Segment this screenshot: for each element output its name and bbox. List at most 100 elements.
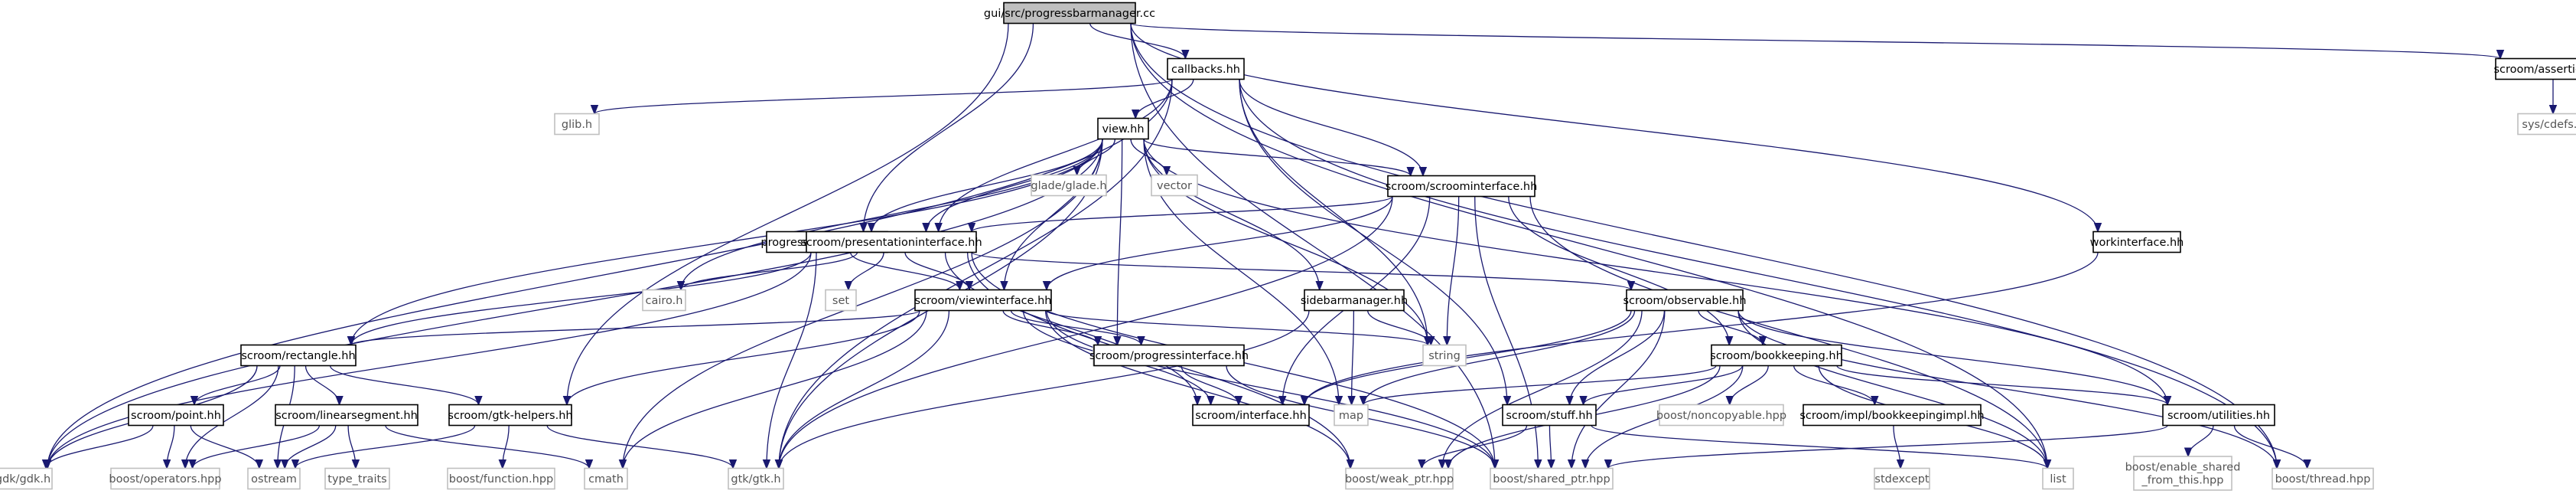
graph-node-rectangle[interactable]: scroom/rectangle.hh: [240, 344, 357, 367]
edge-sidebarmanager-to-gtk: [779, 310, 1310, 469]
node-box: [324, 467, 390, 490]
graph-node-bookkeeping[interactable]: scroom/bookkeeping.hh: [1710, 344, 1843, 367]
edge-linearsegment-to-operators: [193, 425, 321, 469]
edge-viewinterface-to-gtk: [779, 310, 950, 469]
edge-gtkhelpers-to-function: [503, 425, 510, 469]
node-box: [247, 467, 301, 490]
node-label: scroom/viewinterface.hh: [915, 295, 1052, 307]
node-box: [1192, 404, 1310, 427]
edge-scroominterface-to-list: [1529, 196, 2047, 469]
node-label: boost/weak_ptr.hpp: [1345, 473, 1454, 486]
edge-observable-to-stuff: [1570, 310, 1666, 405]
graph-node-interface[interactable]: scroom/interface.hh: [1192, 404, 1310, 427]
edge-sidebarmanager-to-map: [1352, 310, 1354, 405]
node-label: map: [1339, 410, 1363, 422]
node-box: [240, 344, 357, 367]
graph-node-observable[interactable]: scroom/observable.hh: [1623, 289, 1747, 312]
graph-node-progressinterface[interactable]: scroom/progressinterface.hh: [1089, 344, 1249, 367]
node-box: [2092, 231, 2181, 253]
node-box: [2162, 404, 2275, 427]
edge-observable-to-weakptr: [1442, 310, 1643, 469]
edge-presentationinterface-to-viewinterface: [904, 252, 969, 290]
edge-linearsegment-to-typetraits: [347, 425, 356, 469]
edge-sidebarmanager-to-string: [1367, 310, 1431, 345]
graph-node-workinterface[interactable]: workinterface.hh: [2090, 231, 2184, 253]
node-label: set: [832, 295, 849, 307]
graph-node-function: boost/function.hpp: [447, 467, 555, 490]
graph-node-view[interactable]: view.hh: [1097, 117, 1149, 140]
node-box: [0, 467, 53, 490]
graph-node-syscdefs: sys/cdefs.h: [2517, 113, 2576, 136]
graph-node-thread: boost/thread.hpp: [2272, 467, 2374, 490]
graph-node-callbacks[interactable]: callbacks.hh: [1167, 57, 1245, 80]
node-label: workinterface.hh: [2090, 237, 2184, 249]
graph-node-list: list: [2042, 467, 2074, 490]
node-box: [1151, 174, 1198, 197]
node-label: boost/function.hpp: [449, 473, 554, 486]
edge-gtkhelpers-to-gtk: [546, 425, 733, 469]
edge-presentationinterface-to-set: [848, 252, 884, 290]
edge-observable-to-bookkeeping: [1698, 310, 1763, 345]
node-label: scroom/assertions.hh: [2493, 64, 2576, 76]
node-box: [825, 289, 857, 312]
edge-progressbarmanager-to-viewinterface: [849, 252, 960, 290]
edge-view-to-cstdlib: [1117, 139, 1123, 345]
graph-node-stuff[interactable]: scroom/stuff.hh: [1502, 404, 1597, 427]
graph-node-scroominterface[interactable]: scroom/scroominterface.hh: [1386, 175, 1538, 198]
graph-node-viewinterface[interactable]: scroom/viewinterface.hh: [914, 289, 1052, 312]
node-box: [1502, 404, 1597, 427]
graph-node-root[interactable]: gui/src/progressbarmanager.cc: [984, 2, 1155, 25]
edge-viewinterface-to-gtkhelpers: [567, 310, 920, 405]
edge-callbacks-to-thread: [1239, 79, 2277, 469]
edge-scroominterface-to-viewinterface: [1047, 196, 1393, 290]
graph-node-sidebarmanager[interactable]: sidebarmanager.hh: [1301, 289, 1408, 312]
graph-node-glade: glade/glade.h: [1031, 174, 1107, 197]
edge-stuff-to-list: [1591, 424, 2047, 469]
node-box: [806, 231, 977, 253]
node-box: [642, 289, 686, 312]
edge-callbacks-to-glib: [594, 78, 1173, 115]
node-box: [2042, 467, 2074, 490]
node-label: boost/shared_ptr.hpp: [1493, 473, 1610, 486]
node-label: cairo.h: [646, 295, 683, 307]
graph-node-utilities[interactable]: scroom/utilities.hh: [2162, 404, 2275, 427]
edge-progressbarmanager-to-gtk: [767, 252, 817, 469]
edge-viewinterface-to-cmath: [623, 310, 927, 469]
graph-node-bookkeepingimpl[interactable]: scroom/impl/bookkeepingimpl.hh: [1799, 404, 1985, 427]
node-label: scroom/linearsegment.hh: [275, 410, 418, 422]
graph-node-point[interactable]: scroom/point.hh: [128, 404, 224, 427]
graph-node-gtkhelpers[interactable]: scroom/gtk-helpers.hh: [448, 404, 573, 427]
edge-viewinterface-to-weakptr: [1044, 310, 1350, 469]
edge-scroominterface-to-bookkeeping: [1508, 196, 1729, 345]
graph-node-ostream: ostream: [247, 467, 301, 490]
node-label: boost/noncopyable.hpp: [1656, 410, 1786, 422]
node-label: sidebarmanager.hh: [1301, 295, 1408, 307]
edge-observable-to-sharedptr: [1571, 310, 1666, 469]
node-label: scroom/rectangle.hh: [241, 350, 355, 362]
node-label: scroom/presentationinterface.hh: [800, 237, 982, 249]
graph-node-assertions[interactable]: scroom/assertions.hh: [2493, 57, 2576, 80]
edge-viewinterface-to-sharedptr: [1046, 310, 1495, 469]
graph-node-sharedptr: boost/shared_ptr.hpp: [1490, 467, 1614, 490]
node-box: [110, 467, 220, 490]
edge-gtkhelpers-to-ostream: [295, 425, 476, 469]
graph-node-string: string: [1422, 344, 1467, 367]
edge-observable-to-map: [1363, 310, 1636, 405]
node-label: cmath: [588, 473, 624, 486]
node-label: gtk/gtk.h: [731, 473, 780, 486]
node-box: [1345, 467, 1454, 490]
node-label: scroom/observable.hh: [1623, 295, 1746, 307]
graph-node-gdk: gdk/gdk.h: [0, 467, 53, 490]
node-label: list: [2050, 473, 2066, 486]
edge-rectangle-to-linearsegment: [304, 365, 339, 405]
graph-node-linearsegment[interactable]: scroom/linearsegment.hh: [275, 404, 418, 427]
node-label: vector: [1157, 180, 1192, 192]
graph-node-weakptr: boost/weak_ptr.hpp: [1345, 467, 1454, 490]
node-label: boost/enable_shared_from_this.hpp: [2125, 462, 2241, 487]
graph-node-presentationinterface[interactable]: scroom/presentationinterface.hh: [800, 231, 982, 253]
node-label: gdk/gdk.h: [0, 473, 50, 486]
node-label: ostream: [251, 473, 297, 486]
node-label: scroom/utilities.hh: [2167, 410, 2270, 422]
edge-stuff-to-sharedptr: [1549, 425, 1551, 469]
